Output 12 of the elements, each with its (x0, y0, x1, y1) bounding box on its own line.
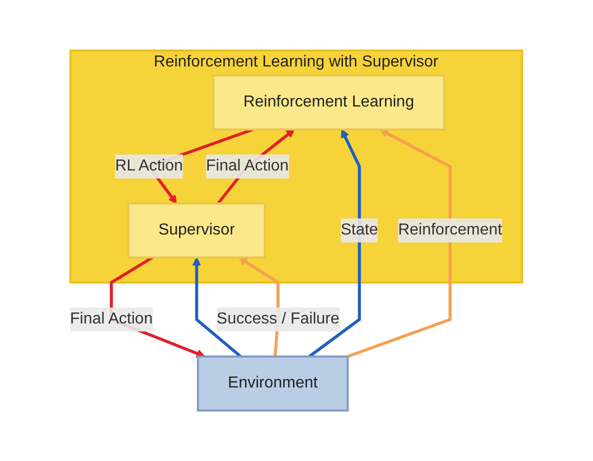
edge-label: Final Action (206, 158, 290, 174)
arrow (348, 129, 452, 358)
arrow (308, 129, 362, 358)
edge-label: State (341, 222, 378, 238)
arrow (192, 257, 242, 358)
node-box: Supervisor (128, 202, 266, 258)
edge-label: Success / Failure (217, 310, 340, 328)
node-box: Reinforcement Learning (212, 74, 446, 130)
edge-label: RL Action (116, 158, 184, 174)
edge-label: Final Action (70, 310, 154, 328)
edge-label: Reinforcement (398, 222, 503, 238)
node-box: Environment (197, 356, 350, 412)
